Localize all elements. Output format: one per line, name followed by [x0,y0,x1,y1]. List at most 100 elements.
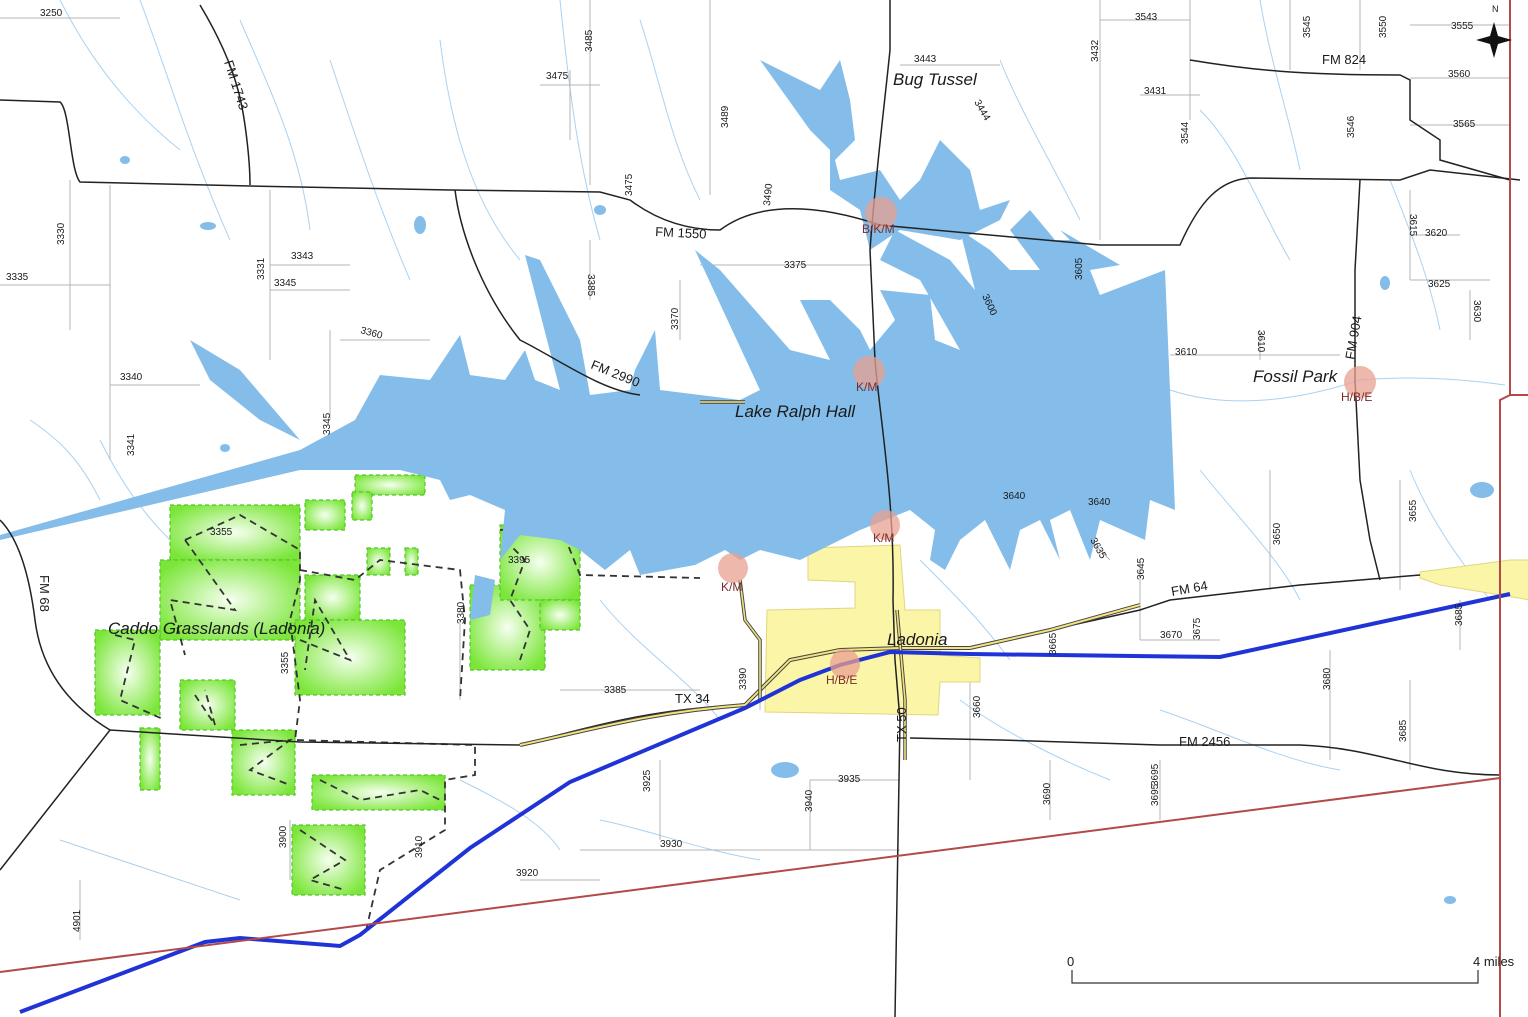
road-label-fm824: FM 824 [1322,52,1366,67]
svg-text:3432: 3432 [1090,39,1101,62]
svg-text:3640: 3640 [1088,497,1111,508]
svg-text:3695: 3695 [1150,783,1161,806]
site-label-3: K/M [721,580,742,594]
site-marker-km-3 [718,553,748,583]
svg-text:3375: 3375 [784,260,807,271]
site-label-1: K/M [856,380,877,394]
road-label-fm1550: FM 1550 [655,224,707,242]
svg-text:3380: 3380 [456,601,467,624]
svg-text:3620: 3620 [1425,228,1448,239]
road-label-fm1743: FM 1743 [221,58,251,111]
svg-text:3444: 3444 [971,98,992,123]
svg-text:3330: 3330 [56,222,67,245]
svg-text:3340: 3340 [120,372,143,383]
svg-text:3665: 3665 [1048,632,1059,655]
svg-text:3655: 3655 [1408,499,1419,522]
road-fm2990 [454,189,641,396]
blue-route-line [19,592,1511,1014]
svg-text:3345: 3345 [274,278,297,289]
site-marker-hbe-fossil [1344,366,1376,398]
road-west-upper [0,99,1521,246]
svg-text:3335: 3335 [6,272,29,283]
place-label-fossil-park: Fossil Park [1253,367,1339,386]
place-label-ladonia: Ladonia [887,630,948,649]
svg-text:3680: 3680 [1322,667,1333,690]
road-label-fm2456: FM 2456 [1179,734,1230,749]
site-marker-km-1 [853,356,885,388]
svg-text:3640: 3640 [1003,491,1026,502]
road-label-fm64: FM 64 [1170,578,1209,599]
road-label-tx34: TX 34 [675,691,710,706]
svg-text:3360: 3360 [359,325,384,341]
svg-text:3390: 3390 [738,667,749,690]
road-fm824 [1189,59,1511,181]
svg-text:3544: 3544 [1180,121,1191,144]
svg-text:3685: 3685 [1454,603,1465,626]
svg-text:3675: 3675 [1192,617,1203,640]
svg-text:3443: 3443 [914,54,937,65]
north-arrow-icon [1476,22,1512,58]
svg-text:3343: 3343 [291,251,314,262]
svg-text:3685: 3685 [1398,719,1409,742]
svg-text:3605: 3605 [1074,257,1085,280]
road-fm1743 [199,4,251,186]
site-markers[interactable] [718,197,1376,679]
svg-text:3555: 3555 [1451,21,1474,32]
road-label-fm904: FM 904 [1342,315,1364,361]
place-label-lake: Lake Ralph Hall [735,402,856,421]
ponds [120,156,1494,904]
svg-text:3650: 3650 [1272,522,1283,545]
site-label-4: H/B/E [1341,390,1372,404]
svg-text:3615: 3615 [1407,214,1418,237]
svg-text:3395: 3395 [508,555,531,566]
svg-text:3546: 3546 [1346,115,1357,138]
svg-text:3355: 3355 [280,651,291,674]
svg-text:3565: 3565 [1453,119,1476,130]
road-fm68 [0,519,111,731]
svg-text:3645: 3645 [1136,557,1147,580]
svg-text:3610: 3610 [1255,330,1266,353]
site-label-2: K/M [873,531,894,545]
svg-text:3560: 3560 [1448,69,1471,80]
lake-ralph-hall[interactable] [0,60,1175,620]
county-roads [0,0,1510,940]
site-marker-hbe-ladonia [830,649,860,679]
svg-text:3431: 3431 [1144,86,1167,97]
svg-text:3345: 3345 [322,412,333,435]
svg-text:3930: 3930 [660,839,683,850]
svg-text:3545: 3545 [1302,15,1313,38]
svg-text:3910: 3910 [414,835,425,858]
svg-text:3925: 3925 [642,769,653,792]
svg-text:3355: 3355 [210,527,233,538]
caddo-grasslands-patches [94,474,581,896]
svg-text:3940: 3940 [804,789,815,812]
svg-text:3370: 3370 [670,307,681,330]
place-label-caddo: Caddo Grasslands (Ladonia) [108,619,325,638]
svg-text:3489: 3489 [720,105,731,128]
place-label-bug-tussel: Bug Tussel [893,70,978,89]
road-fm904 [1354,179,1381,581]
svg-text:3331: 3331 [256,257,267,280]
site-marker-bkm [865,197,897,229]
svg-text:3475: 3475 [546,71,569,82]
grassland-boundary [114,513,701,936]
svg-text:3935: 3935 [838,774,861,785]
scale-end-label: 4 miles [1473,954,1515,969]
svg-text:3385: 3385 [604,685,627,696]
svg-text:3695: 3695 [1150,763,1161,786]
svg-text:3385: 3385 [585,274,596,297]
svg-text:3610: 3610 [1175,347,1198,358]
svg-text:3543: 3543 [1135,12,1158,23]
svg-text:3550: 3550 [1378,15,1389,38]
road-label-tx50: TX 50 [894,707,909,742]
svg-text:3250: 3250 [40,8,63,19]
svg-text:3920: 3920 [516,868,539,879]
svg-text:3490: 3490 [762,183,775,207]
site-marker-km-2 [870,510,900,540]
site-label-5: H/B/E [826,673,857,687]
svg-text:3900: 3900 [278,825,289,848]
road-label-fm2990: FM 2990 [589,357,642,390]
scale-zero-label: 0 [1067,954,1074,969]
